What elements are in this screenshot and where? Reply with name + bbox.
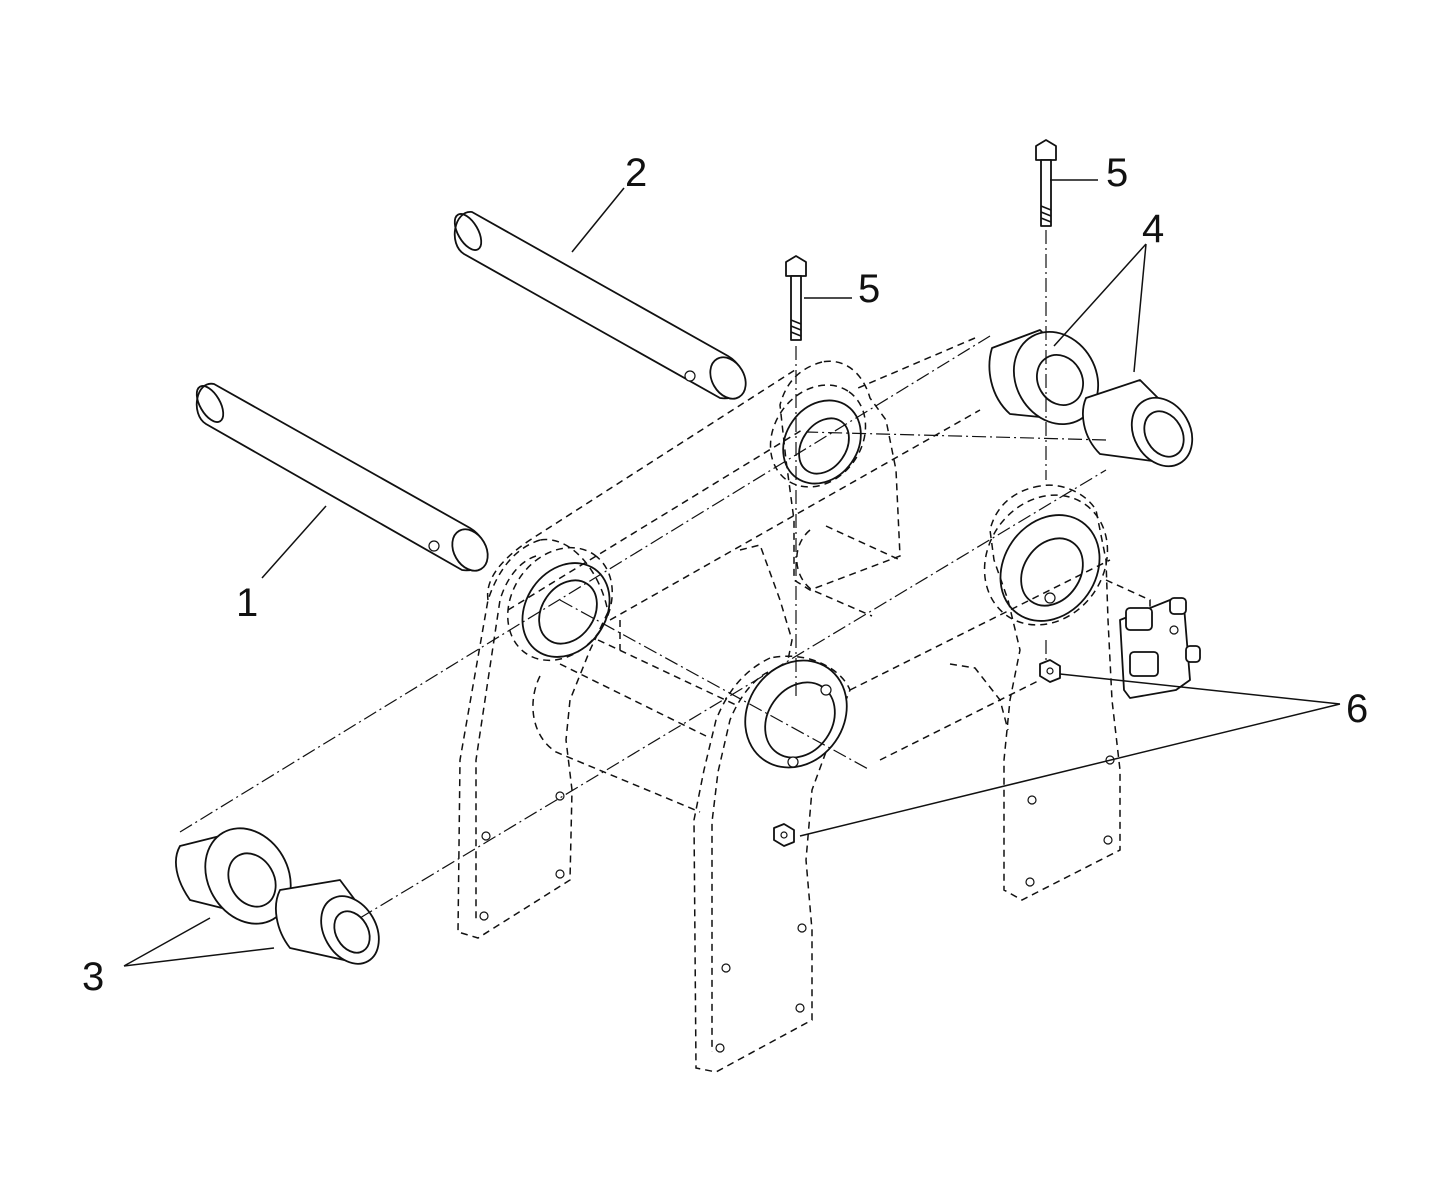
callout-5-left: 5	[858, 267, 880, 311]
callout-4: 4	[1142, 207, 1164, 251]
pin-2	[453, 211, 747, 400]
bushings-4	[988, 329, 1194, 468]
grease-fitting-block	[1105, 579, 1201, 699]
inner-ears	[619, 544, 1009, 731]
callout-1: 1	[236, 581, 258, 625]
front-boss	[744, 659, 848, 769]
nuts-6	[773, 659, 1061, 847]
callout-2: 2	[625, 151, 647, 195]
callout-5-right: 5	[1106, 151, 1128, 195]
top-rear-boss	[769, 384, 867, 488]
bolt-5-right	[1035, 139, 1057, 227]
rear-right-boss	[983, 494, 1109, 626]
bolt-5-left	[785, 255, 807, 341]
frame-top-outline	[486, 337, 1111, 761]
cross-tubes	[532, 525, 901, 813]
callout-3: 3	[82, 955, 104, 999]
front-side-plate	[693, 655, 851, 1073]
pin-1	[195, 383, 489, 572]
bushings-3	[175, 827, 380, 965]
rear-left-side-plate	[457, 538, 609, 939]
leader-lines	[123, 179, 1341, 967]
rear-left-boss	[506, 546, 614, 662]
callout-6: 6	[1346, 687, 1368, 731]
rear-top-plate	[779, 360, 901, 591]
center-lines	[179, 230, 1107, 919]
